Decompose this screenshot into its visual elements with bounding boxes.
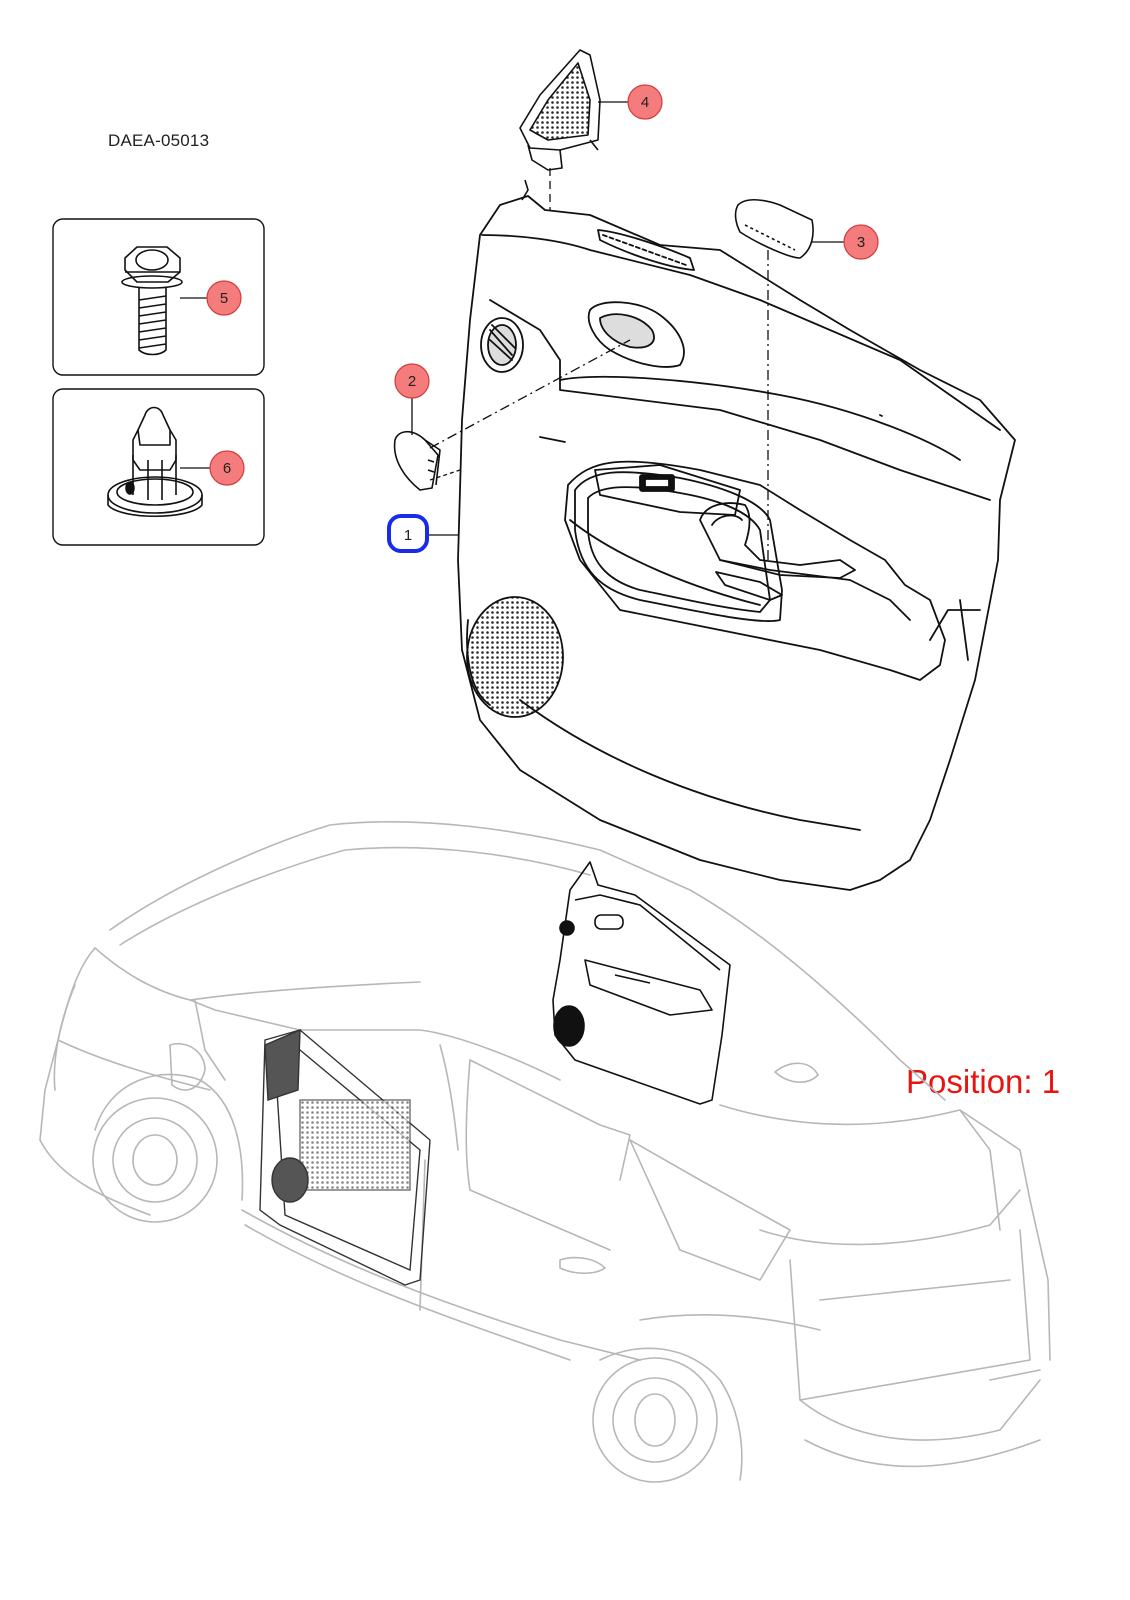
vehicle-door-open-icon: [259, 1028, 431, 1286]
callout-4[interactable]: 4: [627, 84, 663, 120]
callout-5-label: 5: [220, 290, 228, 307]
callout-6-label: 6: [223, 460, 231, 477]
callout-6[interactable]: 6: [209, 450, 245, 486]
door-trim-panel-icon: [457, 195, 1016, 891]
push-clip-icon: [107, 406, 203, 517]
position-label: Position: 1: [906, 1063, 1061, 1100]
callout-3[interactable]: 3: [843, 224, 879, 260]
door-panel-inset-icon: [552, 861, 731, 1105]
vehicle-outline-icon: [39, 821, 1051, 1483]
inset-box-clip: [52, 388, 265, 546]
switch-cover-icon: [734, 198, 814, 259]
tweeter-garnish-icon: [519, 49, 601, 201]
diagram-code: DAEA-05013: [108, 131, 210, 150]
callout-1-selected[interactable]: 1: [387, 514, 429, 553]
callout-1-label: 1: [404, 527, 412, 544]
callout-5[interactable]: 5: [206, 280, 242, 316]
inset-box-bolt: [52, 218, 265, 376]
callout-3-label: 3: [857, 234, 865, 251]
pull-cup-cover-icon: [393, 430, 441, 491]
flange-bolt-icon: [121, 246, 183, 356]
callout-4-label: 4: [641, 94, 649, 111]
leader-lines: [180, 101, 844, 562]
callout-2[interactable]: 2: [394, 363, 430, 399]
callout-2-label: 2: [408, 373, 416, 390]
